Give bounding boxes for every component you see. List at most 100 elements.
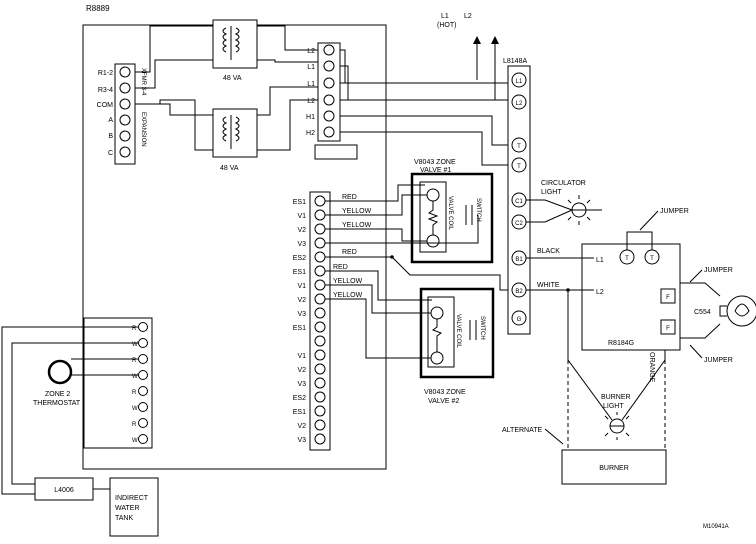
jumper-leader-rt (689, 269, 703, 283)
valve2-switch-icon (469, 320, 477, 340)
valve2-red-label: RED (333, 264, 348, 271)
thermostat-terminal-screws (138, 322, 148, 444)
tstat-term-6: R (132, 422, 137, 428)
valve1-terminal-bottom (426, 234, 440, 248)
es2-red-label: RED (342, 249, 357, 256)
valve1-red-label: RED (342, 194, 357, 201)
c554-element (734, 303, 750, 317)
valve1-switch-label: SWITCH (475, 198, 481, 222)
valve1-yellow2-label: YELLOW (342, 222, 372, 229)
zone-valve-2-box (419, 287, 495, 379)
circulator-label-1: CIRCULATOR (541, 180, 586, 187)
r8184g-t2-label: T (650, 256, 654, 262)
c554-label: C554 (694, 309, 711, 316)
thermostat-terminal-block (83, 317, 153, 449)
l8148a-term-l1: L1 (516, 79, 523, 85)
r8889-term-l1-a: L1 (307, 64, 315, 71)
tank-label-1: INDIRECT (115, 495, 149, 502)
valve2-coil-icon (431, 319, 443, 352)
thermostat-label-2: THERMOSTAT (33, 400, 81, 407)
zone-terminal-screws (314, 195, 326, 445)
power-hot-label: (HOT) (437, 22, 456, 29)
alternate-leader (544, 428, 564, 445)
jumper-leader-top (639, 210, 659, 231)
r8889-label: R8889 (86, 4, 110, 13)
l4006-wire-1 (1, 326, 138, 495)
burner-light-wire-2 (621, 350, 666, 421)
figure-id: M10941A (703, 524, 729, 530)
r8889-term-l2-b: L2 (307, 98, 315, 105)
zone-term-4: ES2 (293, 255, 306, 262)
transformer-lower (212, 108, 258, 158)
valve2-terminal-top (430, 306, 444, 320)
tstat-term-2: R (132, 358, 137, 364)
zone-term-10: V1 (297, 353, 306, 360)
tstat-term-1: W (132, 342, 138, 348)
valve1-yellow1-label: YELLOW (342, 208, 372, 215)
burner-light-label-1: BURNER (601, 394, 631, 401)
terminal-label-r34: R3-4 (98, 87, 113, 94)
valve2-yellow2-wire (325, 298, 431, 359)
l4006-label: L4006 (54, 487, 74, 494)
r8184g-t1-label: T (625, 256, 629, 262)
zone-term-15: V2 (297, 423, 306, 430)
transformer-wiring (135, 25, 318, 151)
zone-term-6: V1 (297, 283, 306, 290)
es2-endswitch-wire (325, 256, 508, 291)
l8148a-term-g: G (517, 317, 522, 323)
c554-lead (719, 305, 727, 317)
burner-label: BURNER (599, 465, 629, 472)
valve1-switch-wire (325, 215, 479, 244)
valve2-coil-label: VALVE COIL (455, 314, 461, 349)
zone-term-16: V3 (297, 437, 306, 444)
l8148a-terminals (511, 72, 527, 326)
transformer-upper-label: 48 VA (223, 75, 242, 82)
zone-term-11: V2 (297, 367, 306, 374)
transformer-lower-label: 48 VA (220, 165, 239, 172)
valve2-title-1: V8043 ZONE (424, 389, 466, 396)
zone-term-8: V3 (297, 311, 306, 318)
jumper-label-right-top: JUMPER (704, 267, 733, 274)
r8889-term-l2-a: L2 (307, 48, 315, 55)
alternate-label: ALTERNATE (502, 427, 543, 434)
power-supply-arrows (473, 36, 499, 100)
valve1-yellow2-wire (325, 228, 427, 242)
l8148a-term-t1: T (517, 144, 521, 150)
r8889-power-strip (317, 42, 341, 142)
valve1-title-1: V8043 ZONE (414, 159, 456, 166)
valve1-red-wire (325, 184, 425, 202)
c554-wire-1 (680, 282, 721, 297)
l8148a-term-b1: B1 (515, 257, 523, 263)
r8889-term-h2: H2 (306, 130, 315, 137)
orange-wire-label: ORANGE (648, 352, 655, 383)
power-l1-label: L1 (441, 13, 449, 20)
xfmr-label: XFMR 3-4 (140, 68, 146, 96)
r8889-term-l1-b: L1 (307, 81, 315, 88)
zone-term-5: ES1 (293, 269, 306, 276)
valve2-terminal-bottom (430, 351, 444, 365)
tstat-term-0: R (132, 326, 137, 332)
jumper-label-top: JUMPER (660, 208, 689, 215)
l4006-wire-2 (11, 342, 138, 485)
tstat-term-5: W (132, 406, 138, 412)
valve1-terminal-top (426, 188, 440, 202)
r8184g-f1-label: F (666, 295, 670, 301)
tank-label-2: WATER (115, 505, 140, 512)
l8148a-term-c1: C1 (515, 199, 523, 205)
tank-label-3: TANK (115, 515, 133, 522)
valve1-yellow1-wire (325, 194, 427, 216)
power-strip-screws (323, 44, 335, 138)
white-wire-label: WHITE (537, 282, 560, 289)
supply-wiring (340, 49, 508, 166)
r8184g-label: R8184G (608, 340, 634, 347)
r8184g-f2-label: F (666, 326, 670, 332)
burner-light-icon (604, 412, 630, 440)
zone-term-9: ES1 (293, 325, 306, 332)
zone-valve-1-box (410, 172, 494, 264)
transformer-upper (212, 19, 258, 69)
valve2-yellow1-wire (325, 284, 431, 314)
valve2-title-2: VALVE #2 (428, 398, 459, 405)
valve2-switch-label: SWITCH (479, 316, 485, 340)
t-jumper-wire (626, 231, 653, 250)
jumper-label-right-bottom: JUMPER (704, 357, 733, 364)
